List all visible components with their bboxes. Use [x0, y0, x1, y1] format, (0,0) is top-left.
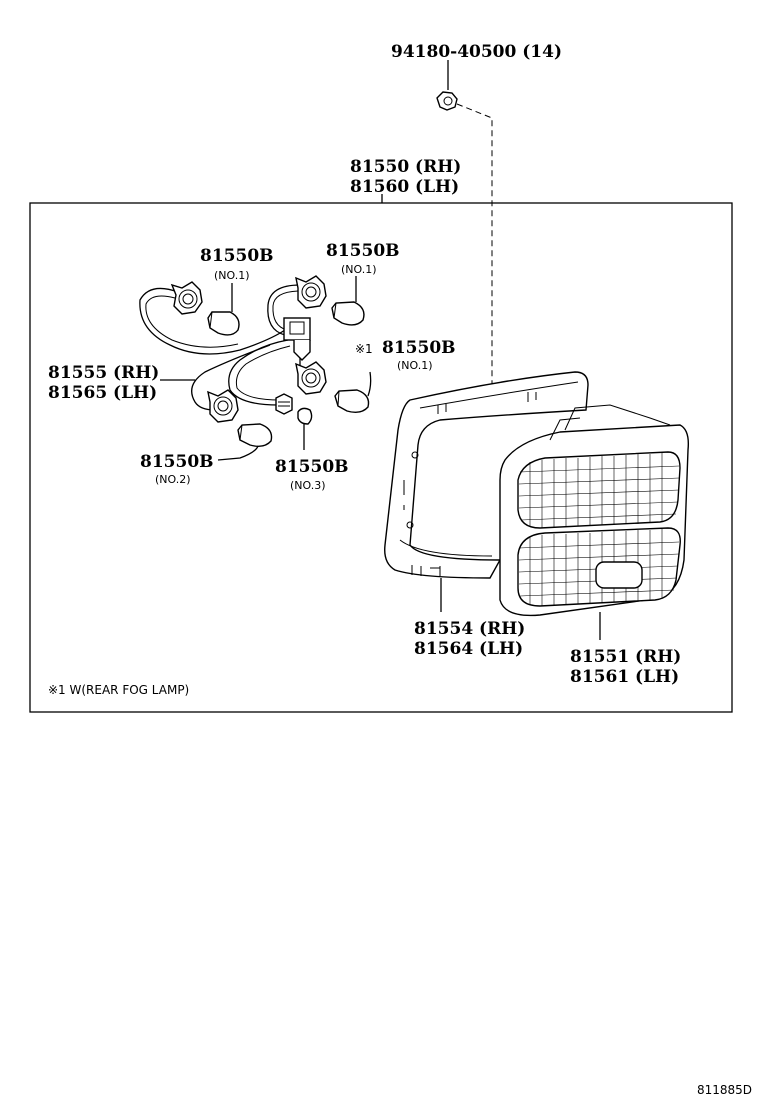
- socket-small: [275, 393, 293, 415]
- label-socket-rh: 81555 (RH): [48, 363, 159, 383]
- label-gasket-rh: 81554 (RH): [414, 619, 525, 639]
- label-bulb-tr-sub: (NO.1): [341, 263, 377, 276]
- label-bulb-no3: 81550B: [275, 457, 349, 477]
- bulb-no2: [237, 423, 273, 448]
- label-screw: 94180-40500 (14): [391, 42, 562, 62]
- socket-top-right: [295, 275, 327, 309]
- footnote: ※1 W(REAR FOG LAMP): [48, 683, 189, 697]
- lens-part: [499, 404, 690, 617]
- label-bulb-fog-prefix: ※1: [355, 342, 373, 356]
- socket-middle: [295, 361, 327, 395]
- screw-part: [436, 60, 458, 111]
- label-assy-lh: 81560 (LH): [350, 177, 459, 197]
- screw-dashed-line: [456, 103, 493, 385]
- bulb-fog: [334, 389, 370, 414]
- bulb-no3: [297, 407, 313, 425]
- label-bulb-tl-sub: (NO.1): [214, 269, 250, 282]
- label-lens-rh: 81551 (RH): [570, 647, 681, 667]
- label-bulb-tl: 81550B: [200, 246, 274, 266]
- label-gasket-lh: 81564 (LH): [414, 639, 523, 659]
- label-assy-rh: 81550 (RH): [350, 157, 461, 177]
- label-bulb-fog-sub: (NO.1): [397, 359, 433, 372]
- gasket-part: [384, 371, 589, 579]
- label-bulb-no3-sub: (NO.3): [290, 479, 326, 492]
- leader-bulb-no2: [217, 445, 259, 461]
- socket-bottom-left: [207, 389, 239, 423]
- assembly-frame: [29, 202, 733, 713]
- label-bulb-no2-sub: (NO.2): [155, 473, 191, 486]
- leader-bulb-fog: [367, 371, 372, 397]
- socket-top-left: [170, 281, 203, 315]
- label-bulb-no2: 81550B: [140, 452, 214, 472]
- label-lens-lh: 81561 (LH): [570, 667, 679, 687]
- reference-code: 811885D: [697, 1083, 752, 1097]
- label-bulb-tr: 81550B: [326, 241, 400, 261]
- label-socket-lh: 81565 (LH): [48, 383, 157, 403]
- bulb-top-right: [331, 301, 365, 326]
- label-bulb-fog: 81550B: [382, 338, 456, 358]
- bulb-top-left: [207, 311, 240, 336]
